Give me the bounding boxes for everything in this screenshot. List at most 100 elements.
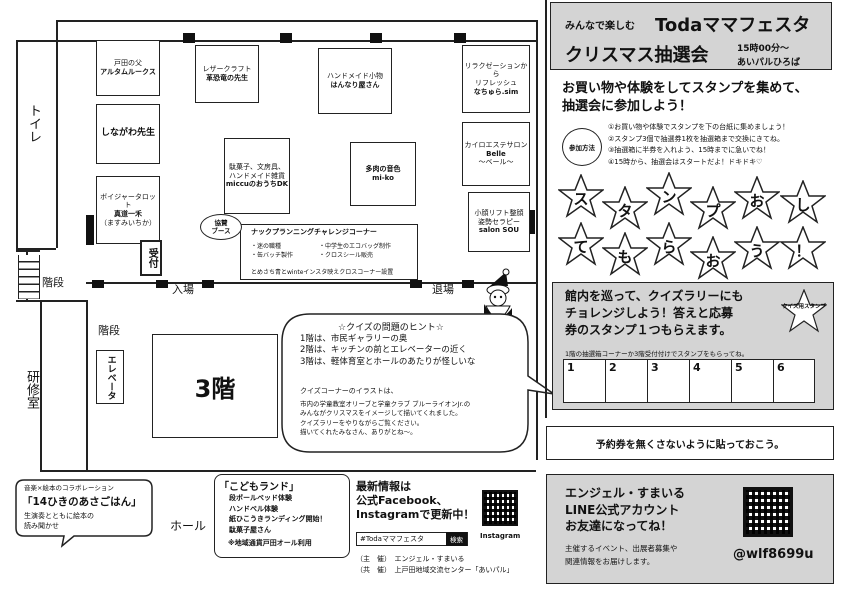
booth-micco: 駄菓子、文房具、 ハンドメイド雑貨 miccuのおうちDK [224,138,290,214]
stamp-star[interactable]: ス [558,174,604,218]
stamp-char: ン [661,188,677,206]
stamp-char: ス [573,190,589,208]
quiz-line1: 館内を巡って、クイズラリーにも [565,289,744,303]
quiz-cell-6[interactable]: 6 [777,361,785,374]
how-to-step-2: ②スタンプ3個で抽選券1枚を抽選箱まで交換にきてね。 [608,134,784,143]
stamp-star[interactable]: プ [690,186,736,230]
booth-micco-name: miccuのおうちDK [225,180,289,189]
stamp-star[interactable]: も [602,232,648,276]
quiz-stamp-row: 1 2 3 4 5 6 [563,359,815,403]
reserve-note: 予約券を無くさないように貼っておこう。 [595,439,785,451]
stamp-star[interactable]: ら [646,222,692,266]
stamp-star[interactable]: う [734,226,780,270]
booth-altam: 戸田の父 アルタムルークス [96,40,160,96]
stamp-char: て [573,238,589,256]
angel-line2: LINE公式アカウント [565,502,680,517]
organizer-main-label: （主 催） [356,555,388,563]
how-to-badge-label: 参加方法 [569,144,595,152]
booth-micco-sub2: ハンドメイド雑貨 [229,171,285,180]
toilet-label: トイレ [26,104,41,143]
booth-altam-sub: 戸田の父 [114,59,142,68]
booth-belle-sub: カイロエステサロン [464,140,528,149]
stamp-star[interactable]: て [558,222,604,266]
angel-line1: エンジェル・すまいる [565,486,686,500]
cooperation-bubble: 協賛 ブース [200,214,242,240]
booth-altam-name: アルタムルークス [100,68,156,76]
quiz-cell-2[interactable]: 2 [606,360,648,402]
booth-boy-sub: ボイジャータロット [100,192,156,210]
floor-3f: 3階 [152,334,278,438]
stamp-char: お [705,252,721,270]
line-qr-icon [743,487,793,537]
lottery-header: みんなで楽しむ Todaママフェスタ クリスマス抽選会 15時00分～ あいパル… [550,2,832,70]
stamp-char: ！ [795,242,811,260]
picture-book-line3: 生演奏とともに絵本の [24,512,94,520]
reception: 受付 [140,240,162,276]
reception-label: 受付 [146,248,158,268]
news-line3: Instagramで更新中！ [356,507,475,521]
booth-miko-sub: 多肉の音色 [365,165,401,174]
hint-line-1: 1階は、市民ギャラリーの奥 [300,334,408,344]
cooperation-line1: 協賛 [214,218,228,227]
booth-nagawa: しながわ先生 [96,104,160,164]
angel-desc2: 関連情報をお届けします。 [565,556,655,566]
intro-line2: 抽選会に参加しよう！ [562,99,693,115]
reserve-note-box: 予約券を無くさないように貼っておこう。 [546,426,834,460]
hint-bubble: ☆クイズの問題のヒント☆ 1階は、市民ギャラリーの奥 2階は、キッチンの前とエレ… [280,312,555,454]
organizer-co-label: （共 催） [356,566,388,575]
booth-boy-reading: （ますみいちか） [100,218,156,227]
stairs-graphic [18,255,40,299]
quiz-stamp-badge-label: クイズ用スタンプ [782,304,826,310]
quiz-cell-1[interactable]: 1 [564,360,606,402]
booth-leather-sub: レザークラフト [202,65,252,74]
booth-salon-sub1: 小顔リフト整顔 [474,208,524,217]
stamp-star[interactable]: し [780,180,826,224]
stamp-star[interactable]: タ [602,186,648,230]
kids-item-1: 段ボールベッド体験 [229,494,292,502]
knapp-item-4: ・クロスシール販売 [319,252,374,260]
quiz-cell-3[interactable]: 3 [648,360,690,402]
event-title: Todaママフェスタ [655,15,811,36]
hall-label: ホール [170,519,207,533]
instagram-qr-icon [482,490,518,526]
lottery-title: クリスマス抽選会 [565,45,709,66]
booth-nachura-sub2: リフレッシュ [475,79,517,87]
knapp-title: ナックプランニングチャレンジコーナー [251,228,377,236]
booth-salon: 小顔リフト整顔 姿勢セラピー salon SOU [468,192,530,252]
kids-land-title: 「こどもランド」 [219,482,299,493]
organizer-co: 上戸田地域交流センター「あいパル」 [394,566,514,575]
quiz-line3: 券のスタンプ１つもらえます。 [565,323,732,338]
quiz-cell-5[interactable]: 5 [732,360,774,402]
cooperation-line2: ブース [211,227,231,235]
hint-line-2: 2階は、キッチンの前とエレベーターの近く [300,345,467,356]
angel-line-box: エンジェル・すまいる LINE公式アカウント お友達になってね！ 主催するイベン… [546,474,834,584]
elevator: エレベータ [96,350,124,404]
stamp-star[interactable]: お [690,236,736,280]
stamp-star[interactable]: ！ [780,226,826,270]
lottery-place: あいパルひろば [737,58,801,68]
booth-belle-name: Belle [486,149,506,158]
kids-land-box: 「こどもランド」 段ボールベッド体験 ハンドベル体験 紙ひこうきランディング開始… [214,474,350,558]
booth-belle: カイロエステサロン Belle ～ベール～ [462,122,530,186]
quiz-cell-4[interactable]: 4 [690,360,732,402]
search-button[interactable]: 検索 [446,532,467,546]
stamp-char: う [749,242,765,260]
booth-nachura-sub1: リラクゼーションから [464,61,528,79]
floor-3f-label: 3階 [194,374,236,403]
hint-credit-1: 市内の学童教室オリーブと学童クラブ ブルーライオンJr.の [300,400,471,408]
booth-salon-name: salon SOU [478,226,520,235]
hashtag-search-bar[interactable]: #Todaママフェスタ 検索 [356,532,468,546]
stamp-star[interactable]: ン [646,172,692,216]
knapp-item-1: ・迷の職種 [251,243,282,250]
training-room-label: 研修室 [24,370,39,409]
booth-miko: 多肉の音色 mi-ko [350,142,416,206]
stamp-star[interactable]: お [734,176,780,220]
news-line1: 最新情報は [356,480,411,493]
picture-book-title: 「14ひきのあさごはん」 [22,496,142,508]
hint-credit-4: 描いてくれたみなさん、ありがとね～。 [300,428,417,437]
stamp-char: タ [617,202,633,220]
right-divider [545,0,547,418]
line-handle: @wlf8699u [733,547,814,562]
intro-line1: お買い物や体験をしてスタンプを集めて、 [562,81,808,96]
booth-nachura: リラクゼーションから リフレッシュ なちゅら.sim [462,45,530,113]
